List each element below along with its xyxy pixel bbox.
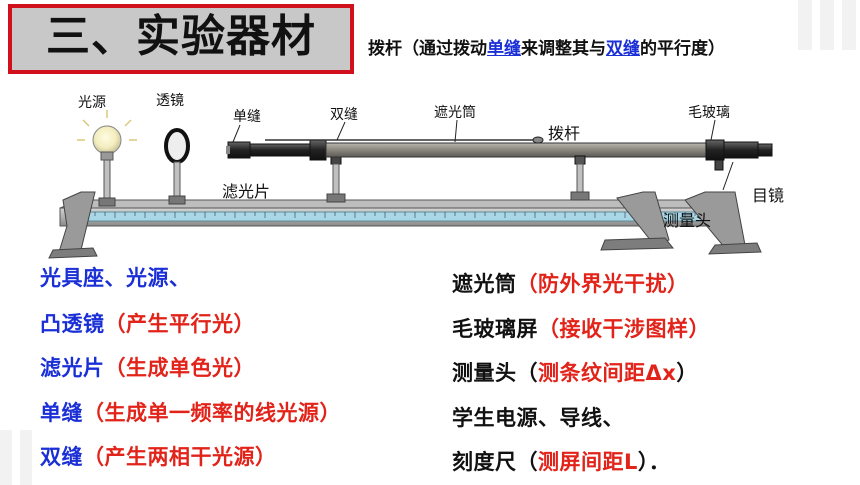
title-box — [8, 4, 354, 74]
right-list-item: 测量头（测条纹间距Δx） — [452, 361, 698, 385]
corner-decoration — [790, 0, 860, 50]
measuring-head — [705, 139, 773, 171]
apparatus-diagram — [48, 110, 773, 259]
label-measuring-head: 测量头 — [663, 211, 712, 230]
lens — [164, 128, 190, 205]
left-list-item: 双缝（产生两相干光源） — [40, 445, 277, 469]
label-tube: 遮光筒 — [434, 105, 476, 121]
subtitle-prefix: 拨杆（通过拨动 — [368, 39, 487, 59]
left-list-item: 单缝（生成单一频率的线光源） — [40, 401, 341, 425]
page-title: 三、实验器材 — [46, 11, 316, 62]
right-list-item: 毛玻璃屏（接收干涉图样） — [452, 317, 710, 341]
slit-assembly — [226, 139, 346, 203]
label-eyepiece: 目镜 — [752, 186, 785, 205]
label-ground-glass: 毛玻璃 — [688, 105, 730, 121]
label-filter: 滤光片 — [222, 182, 271, 201]
subtitle-single-slit: 单缝 — [487, 39, 521, 59]
subtitle-middle: 来调整其与 — [521, 39, 606, 59]
subtitle: 拨杆（通过拨动单缝来调整其与双缝的平行度） — [368, 34, 725, 59]
corner-decoration-bottom — [0, 430, 40, 485]
right-list-item: 学生电源、导线、 — [452, 406, 624, 430]
left-list-item: 滤光片（生成单色光） — [40, 356, 255, 380]
label-single-slit: 单缝 — [233, 109, 261, 125]
light-shield-tube — [265, 136, 707, 201]
label-light-source: 光源 — [78, 95, 106, 111]
label-lens: 透镜 — [156, 93, 184, 109]
label-double-slit: 双缝 — [330, 107, 358, 123]
right-list-item: 遮光筒（防外界光干扰） — [452, 272, 689, 296]
subtitle-suffix: 的平行度） — [640, 39, 725, 59]
left-list-item: 光具座、光源、 — [40, 266, 191, 290]
right-list-item: 刻度尺（测屏间距L）． — [452, 450, 671, 474]
optical-bench — [48, 191, 762, 259]
label-lever: 拨杆 — [548, 124, 581, 143]
subtitle-double-slit: 双缝 — [606, 39, 640, 59]
left-list-item: 凸透镜（产生平行光） — [40, 312, 255, 336]
light-source — [77, 110, 137, 207]
